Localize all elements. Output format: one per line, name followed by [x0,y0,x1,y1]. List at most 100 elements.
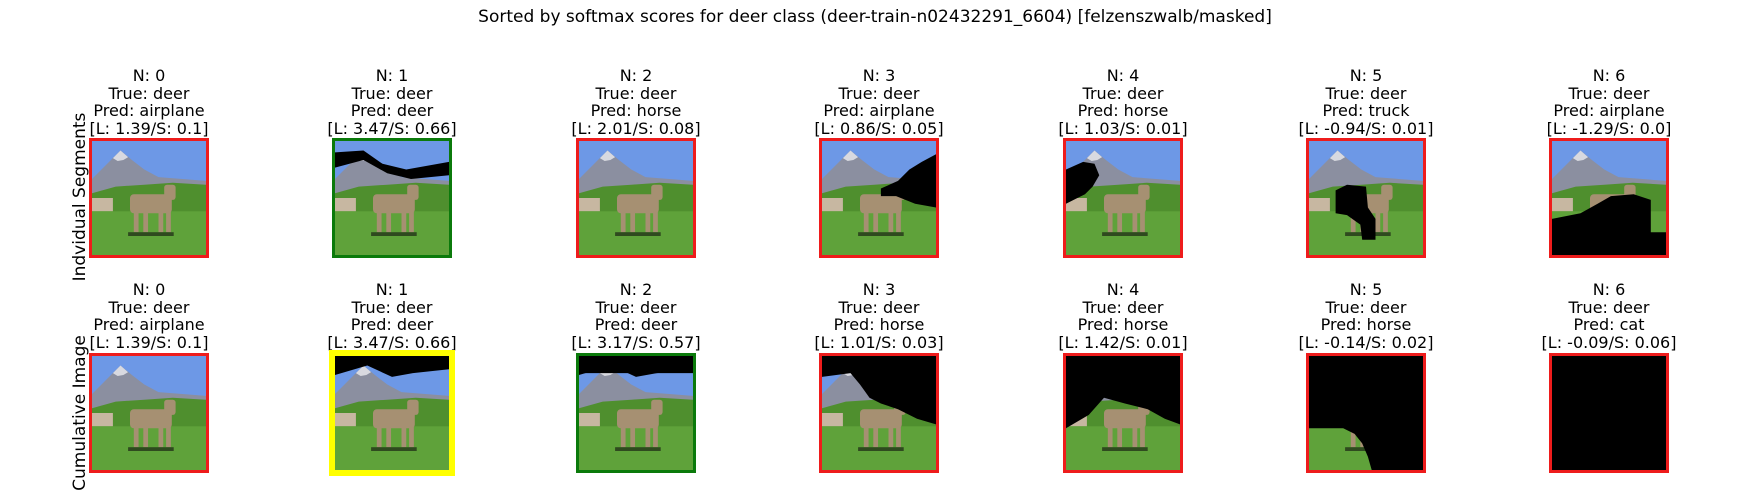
mask-region [1335,184,1376,240]
deer-leg [1350,426,1356,448]
image-canvas [1552,356,1666,470]
segment-image [1549,353,1669,473]
deer-leg [1140,426,1145,448]
segment-image [576,353,696,473]
image-canvas [822,141,936,255]
building [1066,198,1087,212]
logit-softmax: [L: 3.47/S: 0.66] [327,332,457,352]
true-label: True: deer [595,297,677,317]
deer-shadow [615,447,661,451]
deer-leg [863,426,869,448]
deer-leg [133,211,139,233]
panel-index: N: 5 [1349,66,1383,85]
panel-index: N: 2 [619,280,653,299]
predicted-label: Pred: horse [833,315,925,334]
figure-title: Sorted by softmax scores for deer class … [478,7,1272,27]
building [92,198,113,212]
mountain-snow [1329,150,1346,161]
deer-shadow [1102,447,1148,451]
building [335,413,356,427]
panel-index: N: 0 [132,66,166,85]
building [579,198,600,212]
deer-head [407,184,419,200]
mask-region [880,154,936,208]
image-canvas [92,141,206,255]
segment-image [819,353,939,473]
deer-body [130,194,172,214]
deer-leg [133,426,139,448]
deer-leg [166,426,171,448]
true-label: True: deer [1568,297,1650,317]
mountain-snow [1086,150,1103,161]
deer-leg [401,426,407,448]
predicted-label: Pred: airplane [93,101,205,120]
mask-region [1066,356,1180,429]
deer-shadow [371,232,417,236]
deer-body [373,194,415,214]
deer-leg [1140,211,1145,233]
deer-leg [386,211,392,233]
deer-shadow [1102,232,1148,236]
deer-leg [620,211,626,233]
deer-leg [896,426,901,448]
logit-softmax: [L: -0.94/S: 0.01] [1298,118,1434,138]
deer-head [651,399,663,415]
logit-softmax: [L: -1.29/S: 0.0] [1546,118,1672,138]
logit-softmax: [L: 1.42/S: 0.01] [1058,332,1188,352]
true-label: True: deer [838,83,920,103]
logit-softmax: [L: 1.03/S: 0.01] [1058,118,1188,138]
segment-image [1306,138,1426,258]
panel-index: N: 6 [1592,66,1626,85]
deer-leg [158,426,164,448]
deer-leg [896,211,901,233]
mask-region [335,356,449,377]
segment-image [1549,138,1669,258]
deer-leg [873,426,879,448]
building [335,198,356,212]
building [92,413,113,427]
logit-softmax: [L: 1.39/S: 0.1] [89,118,209,138]
deer-leg [1117,211,1123,233]
deer-shadow [128,447,174,451]
predicted-label: Pred: airplane [1553,101,1665,120]
deer-leg [409,211,414,233]
deer-body [1104,194,1146,214]
panel-index: N: 6 [1592,280,1626,299]
deer-leg [1383,211,1388,233]
building [1309,198,1330,212]
panel-index: N: 0 [132,280,166,299]
true-label: True: deer [108,297,190,317]
deer-body [130,409,172,429]
image-canvas [579,356,693,470]
deer-leg [1350,211,1356,233]
segment-image [819,138,939,258]
panel-index: N: 4 [1106,280,1140,299]
logit-softmax: [L: 0.86/S: 0.05] [814,118,944,138]
row-label-individual-segments: Indvidual Segments [70,112,90,282]
deer-head [1381,184,1393,200]
mountain-snow [112,365,129,376]
deer-leg [620,426,626,448]
deer-leg [401,211,407,233]
deer-leg [386,426,392,448]
deer-leg [409,426,414,448]
predicted-label: Pred: deer [350,315,434,334]
logit-softmax: [L: -0.14/S: 0.02] [1298,332,1434,352]
